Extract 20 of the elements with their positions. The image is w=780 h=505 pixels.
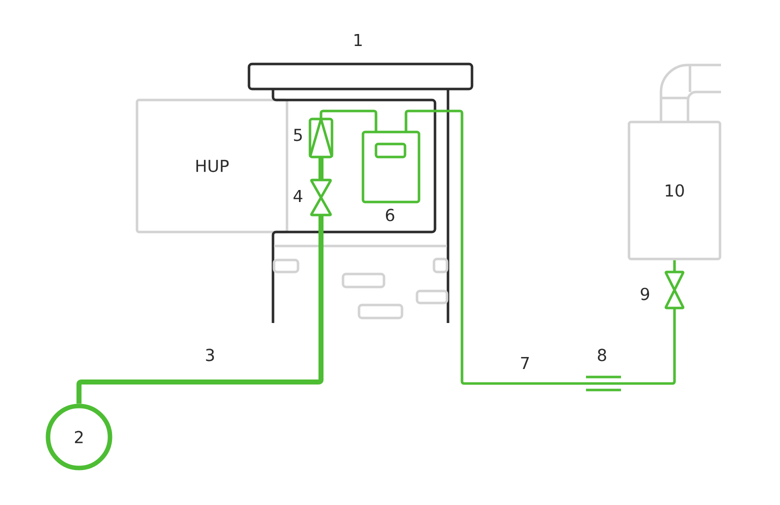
pipe-line — [404, 110, 586, 385]
pipe-line — [318, 157, 324, 180]
joint-symbol — [586, 376, 621, 392]
boiler-box: 10 — [628, 120, 722, 260]
callout-number: 6 — [386, 208, 394, 222]
pipe-line — [673, 260, 676, 272]
meter-symbol — [362, 130, 420, 204]
callout-number: 5 — [294, 128, 302, 142]
pipe-line — [621, 308, 676, 385]
callout-number: 9 — [640, 288, 650, 300]
callout-number: 8 — [598, 348, 606, 362]
callout-number: 4 — [294, 190, 302, 202]
check-valve-symbol — [308, 118, 334, 158]
valve-symbol — [310, 178, 332, 216]
callout-number: 3 — [206, 348, 214, 362]
valve-symbol — [664, 270, 684, 310]
callout-number: 1 — [354, 34, 362, 46]
cabinet-box: HUP — [136, 98, 288, 234]
pipe-line — [320, 110, 378, 132]
callout-number: 7 — [521, 356, 529, 369]
